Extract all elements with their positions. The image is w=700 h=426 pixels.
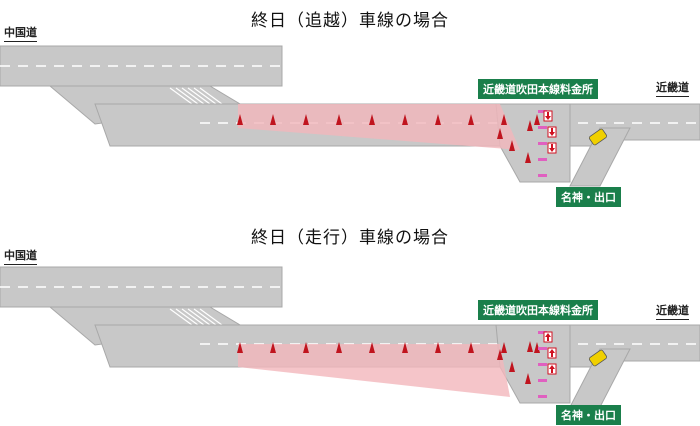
label-exit: 名神・出口 xyxy=(556,187,621,207)
gore-stripe xyxy=(169,87,193,105)
gore-stripe xyxy=(193,308,217,326)
traffic-cone xyxy=(534,342,540,353)
gore-stripe xyxy=(193,87,217,105)
arrow-icon xyxy=(549,365,555,373)
traffic-cone xyxy=(435,342,441,353)
road-diagram-2 xyxy=(0,266,700,408)
panel-driving-lane: 終日（走行）車線の場合 中国道 近畿道吹田本線料金所 近畿道 名神・出口 xyxy=(0,213,700,426)
traffic-cone xyxy=(525,152,531,163)
arrow-icon xyxy=(549,349,555,357)
arrow-icon xyxy=(545,112,551,120)
toll-booth xyxy=(538,158,547,161)
traffic-cone xyxy=(527,341,533,352)
traffic-cone xyxy=(336,114,342,125)
label-tollgate: 近畿道吹田本線料金所 xyxy=(478,300,598,320)
vehicle-icon xyxy=(588,128,608,146)
traffic-cone xyxy=(336,342,342,353)
traffic-cone xyxy=(369,114,375,125)
traffic-cone xyxy=(525,373,531,384)
traffic-cone xyxy=(270,114,276,125)
label-tollgate: 近畿道吹田本線料金所 xyxy=(478,79,598,99)
panel-title: 終日（走行）車線の場合 xyxy=(251,228,449,248)
toll-booth xyxy=(538,363,547,366)
toll-booth xyxy=(538,379,547,382)
road-diagram-1 xyxy=(0,45,700,187)
gore-stripe xyxy=(175,308,199,326)
gore-stripe xyxy=(181,87,205,105)
label-kinki: 近畿道 xyxy=(656,302,689,320)
traffic-cone xyxy=(468,114,474,125)
toll-booth xyxy=(538,110,547,113)
arrow-icon xyxy=(545,333,551,341)
arrow-icon xyxy=(549,128,555,136)
traffic-cone xyxy=(402,114,408,125)
closure-zone xyxy=(238,344,510,397)
toll-booth xyxy=(538,395,547,398)
traffic-cone xyxy=(402,342,408,353)
traffic-cone xyxy=(435,114,441,125)
traffic-cone xyxy=(534,114,540,125)
chugoku-road xyxy=(0,45,283,87)
traffic-cone xyxy=(303,114,309,125)
arrow-icon xyxy=(549,144,555,152)
traffic-cone xyxy=(369,342,375,353)
traffic-cone xyxy=(501,342,507,353)
traffic-cone xyxy=(237,342,243,353)
gore-stripe xyxy=(199,308,223,326)
traffic-cone xyxy=(468,342,474,353)
gore-stripe xyxy=(181,308,205,326)
traffic-cone xyxy=(497,128,503,139)
traffic-cone xyxy=(303,342,309,353)
exit-ramp xyxy=(569,127,631,187)
gore-stripe xyxy=(187,308,211,326)
traffic-cone xyxy=(509,361,515,372)
gore-stripe xyxy=(175,87,199,105)
toll-booth xyxy=(538,174,547,177)
label-kinki: 近畿道 xyxy=(656,79,689,97)
panel-title: 終日（追越）車線の場合 xyxy=(251,11,449,31)
toll-booth xyxy=(538,331,547,334)
traffic-cone xyxy=(497,349,503,360)
traffic-cone xyxy=(237,114,243,125)
gore-stripe xyxy=(187,87,211,105)
toll-booth xyxy=(538,347,547,350)
label-chugoku: 中国道 xyxy=(4,247,37,265)
label-chugoku: 中国道 xyxy=(4,24,37,42)
vehicle-icon xyxy=(588,349,608,367)
label-exit: 名神・出口 xyxy=(556,405,621,425)
traffic-cone xyxy=(509,140,515,151)
toll-booth xyxy=(538,126,547,129)
panel-passing-lane: 終日（追越）車線の場合 中国道 近畿道吹田本線料金所 近畿道 名神・出口 xyxy=(0,11,700,207)
closure-zone xyxy=(238,104,520,150)
gore-stripe xyxy=(169,308,193,326)
toll-booth xyxy=(538,142,547,145)
traffic-cone xyxy=(270,342,276,353)
traffic-cone xyxy=(527,120,533,131)
chugoku-road xyxy=(0,266,283,308)
gore-stripe xyxy=(199,87,223,105)
traffic-cone xyxy=(501,114,507,125)
